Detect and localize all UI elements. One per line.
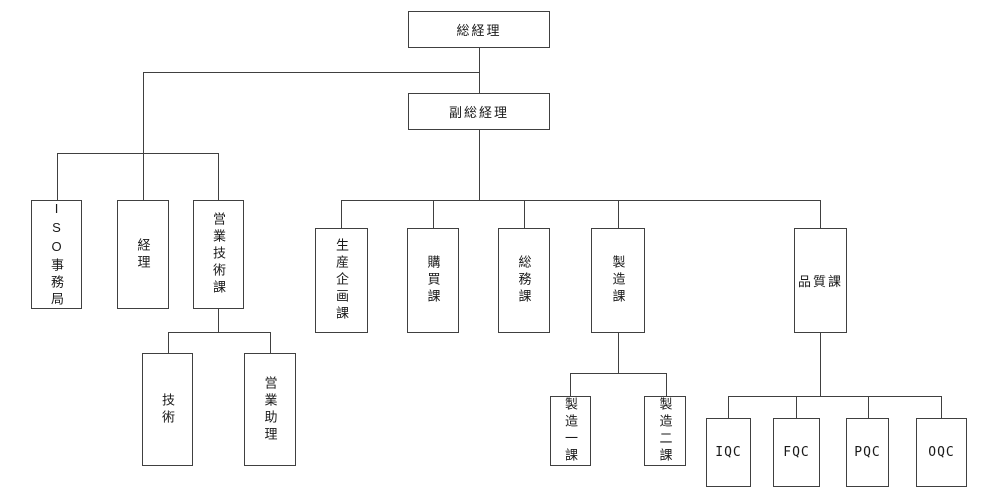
org-node-label: 技術 xyxy=(160,392,175,427)
connector-line xyxy=(941,396,942,418)
org-node-label: PQC xyxy=(854,445,881,460)
org-node-label: FQC xyxy=(783,445,810,460)
connector-line xyxy=(524,200,525,228)
connector-line xyxy=(796,396,797,418)
org-node-sales-engineering: 営業技術課 xyxy=(193,200,244,309)
connector-line xyxy=(570,373,571,396)
connector-line xyxy=(479,48,480,93)
connector-line xyxy=(341,200,342,228)
org-node-general-manager: 総経理 xyxy=(408,11,550,48)
org-node-oqc: OQC xyxy=(916,418,967,487)
connector-line xyxy=(270,332,271,353)
org-node-label: 購買課 xyxy=(425,255,441,306)
connector-line xyxy=(433,200,434,228)
org-node-manufacturing-sec-2: 製造二課 xyxy=(644,396,686,466)
connector-line xyxy=(868,396,869,418)
connector-line xyxy=(168,332,169,353)
connector-line xyxy=(143,72,144,153)
org-node-label: 製造一課 xyxy=(563,397,578,465)
connector-line xyxy=(820,200,821,228)
org-node-label: 営業助理 xyxy=(262,375,278,444)
org-node-label: 生産企画課 xyxy=(334,238,349,323)
org-node-iqc: IQC xyxy=(706,418,751,487)
org-node-label: OQC xyxy=(928,445,955,460)
connector-line xyxy=(143,153,144,200)
connector-line xyxy=(728,396,729,418)
org-node-label: 製造二課 xyxy=(657,397,673,465)
connector-line xyxy=(218,153,219,200)
connector-line xyxy=(218,309,219,332)
org-node-label: 品質課 xyxy=(797,274,843,289)
connector-line xyxy=(57,153,58,200)
org-node-general-affairs: 総務課 xyxy=(498,228,550,333)
org-node-label: 総経理 xyxy=(456,23,502,38)
org-node-technology: 技術 xyxy=(142,353,193,466)
org-node-fqc: FQC xyxy=(773,418,820,487)
org-node-purchasing: 購買課 xyxy=(407,228,459,333)
org-node-pqc: PQC xyxy=(846,418,889,487)
org-node-label: 副総経理 xyxy=(448,105,509,120)
org-node-label: 営業技術課 xyxy=(211,212,226,297)
connector-line xyxy=(570,373,666,374)
org-node-label: 経理 xyxy=(135,237,151,272)
org-node-sales-assistant: 営業助理 xyxy=(244,353,296,466)
connector-line xyxy=(618,200,619,228)
connector-line xyxy=(820,333,821,396)
connector-line xyxy=(57,153,218,154)
connector-line xyxy=(143,72,479,73)
org-node-production-planning: 生産企画課 xyxy=(315,228,368,333)
connector-line xyxy=(168,332,270,333)
org-node-label: 製造課 xyxy=(610,255,626,306)
connector-line xyxy=(479,130,480,200)
org-node-label: ISO事務局 xyxy=(49,200,64,309)
connector-line xyxy=(341,200,820,201)
org-node-deputy-general-manager: 副総経理 xyxy=(408,93,550,130)
connector-line xyxy=(666,373,667,396)
org-node-iso-office: ISO事務局 xyxy=(31,200,82,309)
org-node-accounting: 経理 xyxy=(117,200,169,309)
org-node-manufacturing-sec-1: 製造一課 xyxy=(550,396,591,466)
connector-line xyxy=(618,333,619,373)
org-node-quality: 品質課 xyxy=(794,228,847,333)
org-node-manufacturing: 製造課 xyxy=(591,228,645,333)
org-node-label: IQC xyxy=(715,445,742,460)
org-node-label: 総務課 xyxy=(516,255,532,306)
connector-line xyxy=(728,396,941,397)
